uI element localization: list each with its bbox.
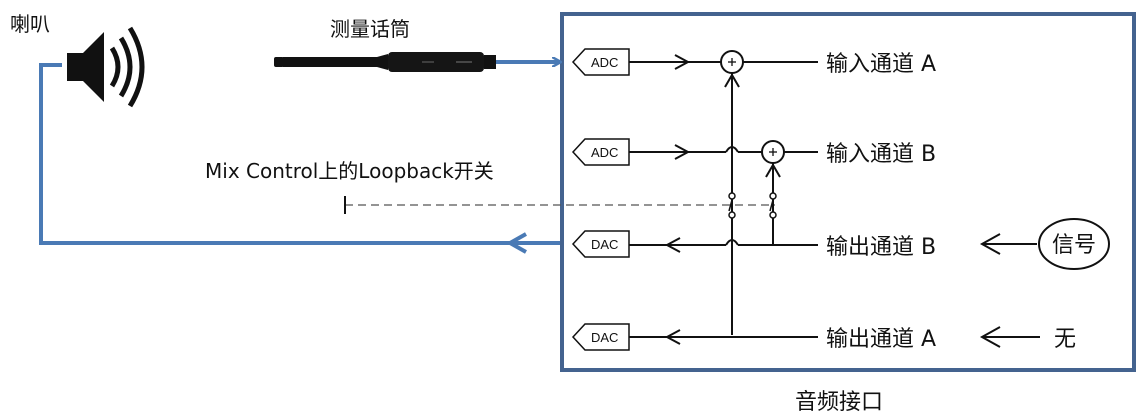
- plus-icon: [769, 148, 777, 156]
- output-b-line: [629, 237, 818, 253]
- none-label: 无: [1054, 327, 1076, 352]
- svg-text:DAC: DAC: [591, 330, 618, 345]
- output-a-line: [629, 329, 818, 345]
- microphone-icon: [274, 52, 496, 72]
- signal-source: 信号: [1038, 218, 1110, 270]
- signal-arrow: [979, 233, 1037, 255]
- dac-box-output-b: DAC: [571, 230, 630, 258]
- svg-text:DAC: DAC: [591, 237, 618, 252]
- microphone-label: 测量话筒: [330, 17, 410, 41]
- none-arrow: [979, 326, 1040, 348]
- adc-box-input-b: ADC: [571, 138, 630, 166]
- input-a-line: [629, 50, 818, 335]
- output-channel-b-label: 输出通道 B: [826, 235, 936, 260]
- signal-label: 信号: [1052, 233, 1096, 258]
- adc-box-input-a: ADC: [571, 48, 630, 76]
- svg-text:ADC: ADC: [591, 55, 618, 70]
- output-channel-a-label: 输出通道 A: [826, 327, 936, 352]
- input-channel-a-label: 输入通道 A: [826, 52, 936, 77]
- loopback-switch-a: [728, 192, 736, 219]
- dac-box-output-a: DAC: [571, 323, 630, 351]
- speaker-label: 喇叭: [10, 12, 50, 36]
- svg-text:ADC: ADC: [591, 145, 618, 160]
- input-channel-b-label: 输入通道 B: [826, 142, 936, 167]
- loopback-switch-b: [769, 192, 777, 219]
- plus-icon: [728, 58, 736, 66]
- loopback-switch-label: Mix Control上的Loopback开关: [205, 159, 494, 183]
- dac-to-speaker-arrowhead: [505, 232, 527, 254]
- speaker-icon: [67, 26, 145, 108]
- audio-interface-label: 音频接口: [795, 390, 883, 415]
- audio-interface-frame: [560, 12, 1136, 372]
- input-b-line: [629, 140, 818, 245]
- dac-to-speaker-cable: [39, 63, 560, 245]
